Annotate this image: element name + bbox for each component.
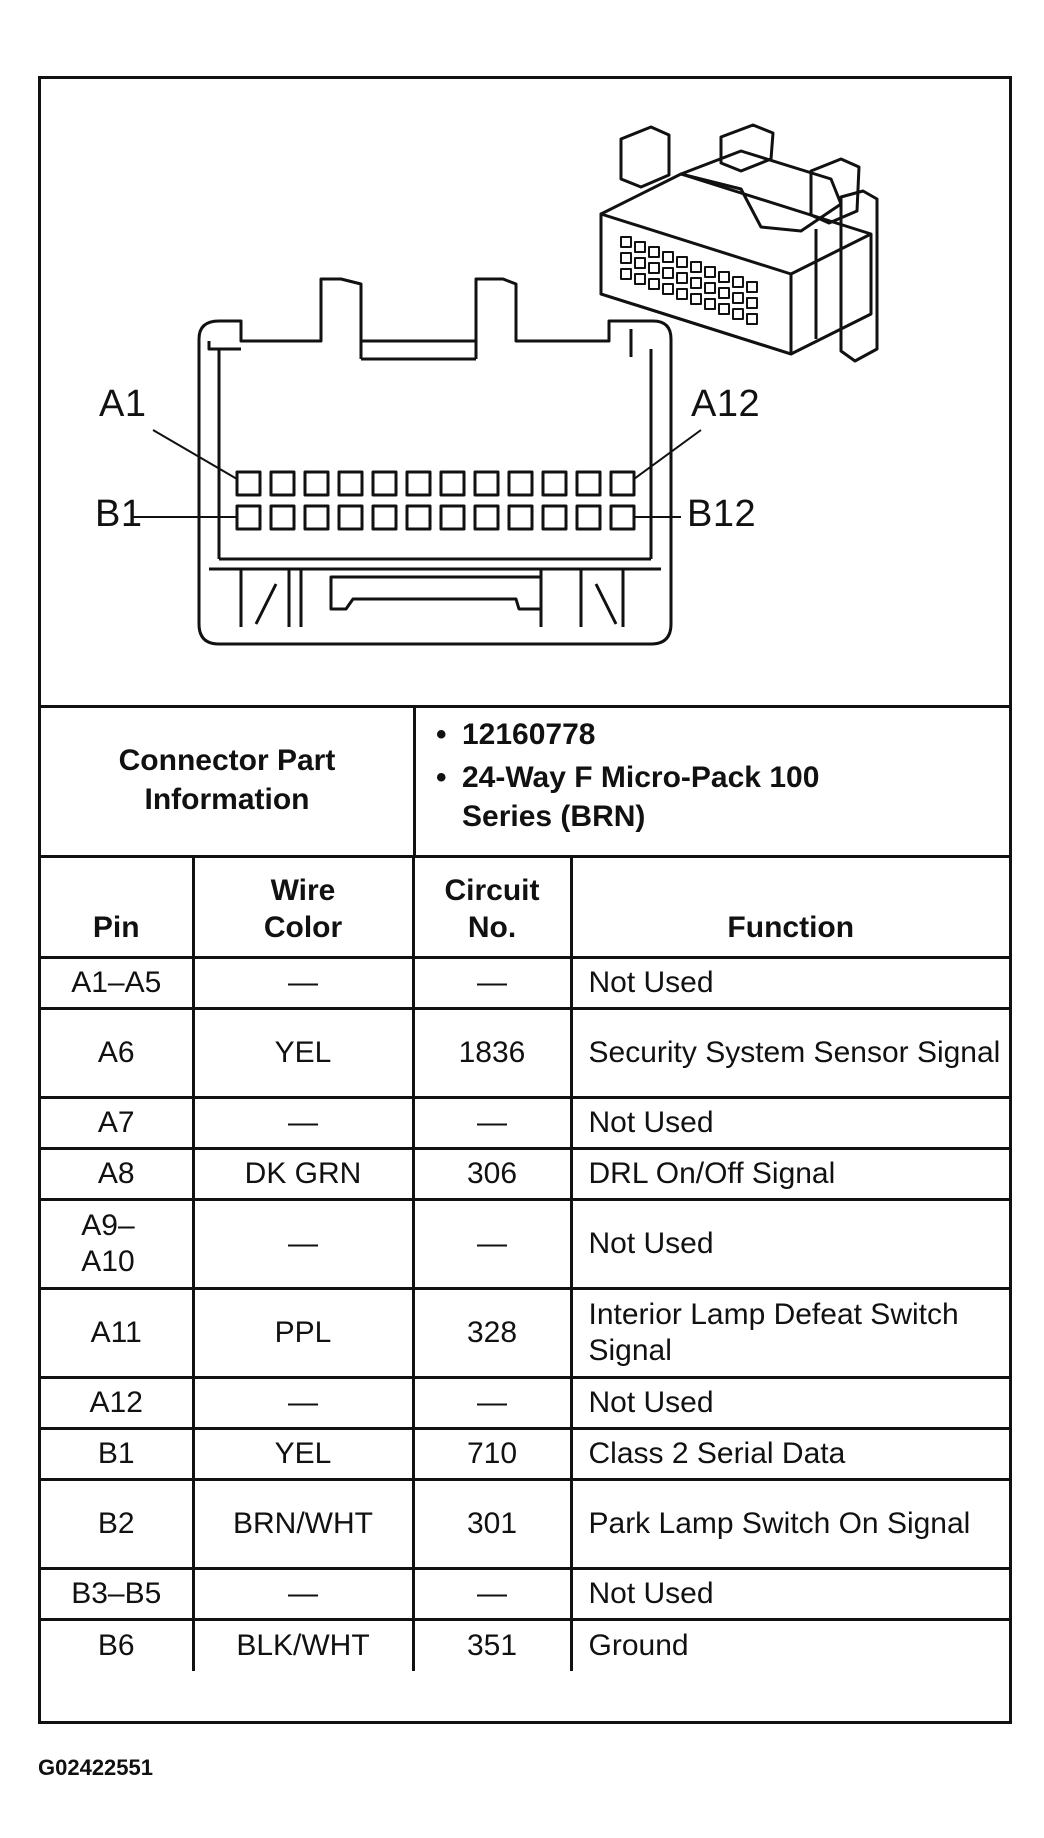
table-header-row: Pin Wire Color Circuit No. Function [41,858,1009,959]
table-row: B1 YEL 710 Class 2 Serial Data [41,1427,1009,1481]
function-cell: Ground [569,1618,1009,1671]
pin-cell: B1 [41,1427,195,1481]
pin-cell: A6 [41,1007,195,1099]
circuit-cell: 301 [411,1478,573,1570]
wire-color-cell: — [191,1567,415,1621]
circuit-cell: — [411,1096,573,1150]
pin-cell: A7 [41,1096,195,1150]
connector-info-label-text: Connector Part Information [118,744,336,816]
wire-color-cell: BRN/WHT [191,1478,415,1570]
function-cell: Not Used [569,1376,1009,1430]
function-cell: Not Used [569,956,1009,1010]
header-wire-color: Wire Color [191,858,415,959]
table-row: B6 BLK/WHT 351 Ground [41,1618,1009,1671]
connector-info-row: Connector Part Information • 12160778 • … [41,705,1009,858]
connector-sheet: A1 A12 B1 B12 Connector Part Information… [38,76,1012,1724]
figure-id-caption: G02422551 [38,1755,153,1780]
circuit-cell: 306 [411,1147,573,1201]
function-cell: Not Used [569,1198,1009,1290]
circuit-cell: — [411,956,573,1010]
connector-info-label: Connector Part Information [41,705,416,855]
table-row: B2 BRN/WHT 301 Park Lamp Switch On Signa… [41,1478,1009,1570]
bullet-icon: • [436,718,447,751]
table-row: A7 — — Not Used [41,1096,1009,1150]
function-cell: Security System Sensor Signal [569,1007,1009,1099]
wire-color-cell: — [191,956,415,1010]
connector-description-item: • 24-Way F Micro-Pack 100 Series (BRN) [416,758,1006,836]
row-a-cavities [235,470,636,497]
table-row: A9–A10 — — Not Used [41,1198,1009,1290]
function-cell: DRL On/Off Signal [569,1147,1009,1201]
pin-cell: A9–A10 [41,1198,195,1290]
circuit-cell: 328 [411,1287,573,1379]
pin-text: A9–A10 [81,1209,135,1278]
wire-color-cell: — [191,1096,415,1150]
table-row: B3–B5 — — Not Used [41,1567,1009,1621]
table-row: A1–A5 — — Not Used [41,956,1009,1010]
circuit-cell: 351 [411,1618,573,1671]
pin-label-a1: A1 [99,383,147,425]
pin-cell: A1–A5 [41,956,195,1010]
header-circuit-no: Circuit No. [411,858,573,959]
pin-cell: A11 [41,1287,195,1379]
pin-cell: A8 [41,1147,195,1201]
table-row: A11 PPL 328 Interior Lamp Defeat Switch … [41,1287,1009,1379]
header-circuit-text: Circuit No. [444,874,540,944]
pinout-table: Pin Wire Color Circuit No. Function A1–A… [41,858,1009,1671]
connector-face-drawing [133,123,879,646]
pin-label-b12: B12 [687,493,757,535]
wire-color-cell: BLK/WHT [191,1618,415,1671]
connector-isometric-icon [599,123,879,363]
connector-info-values: • 12160778 • 24-Way F Micro-Pack 100 Ser… [416,715,1006,836]
wire-color-cell: YEL [191,1427,415,1481]
header-wire-color-text: Wire Color [263,874,343,944]
wire-color-cell: — [191,1376,415,1430]
function-cell: Not Used [569,1096,1009,1150]
pin-leader-lines [133,429,702,518]
circuit-cell: 1836 [411,1007,573,1099]
connector-face [197,277,673,646]
part-number: 12160778 [462,718,596,751]
row-b-cavities [235,504,636,531]
circuit-cell: — [411,1567,573,1621]
pin-label-a12: A12 [691,383,761,425]
circuit-cell: 710 [411,1427,573,1481]
table-row: A12 — — Not Used [41,1376,1009,1430]
pin-label-b1: B1 [95,493,143,535]
wire-color-cell: — [191,1198,415,1290]
pin-cell: B6 [41,1618,195,1671]
function-cell: Class 2 Serial Data [569,1427,1009,1481]
header-pin: Pin [41,858,195,959]
table-row: A6 YEL 1836 Security System Sensor Signa… [41,1007,1009,1099]
circuit-cell: — [411,1376,573,1430]
wire-color-cell: DK GRN [191,1147,415,1201]
connector-description: 24-Way F Micro-Pack 100 Series (BRN) [462,761,820,833]
function-cell: Not Used [569,1567,1009,1621]
wire-color-cell: PPL [191,1287,415,1379]
pin-cell: B3–B5 [41,1567,195,1621]
pin-cell: B2 [41,1478,195,1570]
wire-color-cell: YEL [191,1007,415,1099]
pin-cell: A12 [41,1376,195,1430]
function-cell: Interior Lamp Defeat Switch Signal [569,1287,1009,1379]
bullet-icon: • [436,761,447,794]
part-number-item: • 12160778 [416,715,1006,754]
connector-drawing-panel: A1 A12 B1 B12 [41,79,1009,708]
table-row: A8 DK GRN 306 DRL On/Off Signal [41,1147,1009,1201]
circuit-cell: — [411,1198,573,1290]
function-cell: Park Lamp Switch On Signal [569,1478,1009,1570]
header-function: Function [569,858,1009,959]
